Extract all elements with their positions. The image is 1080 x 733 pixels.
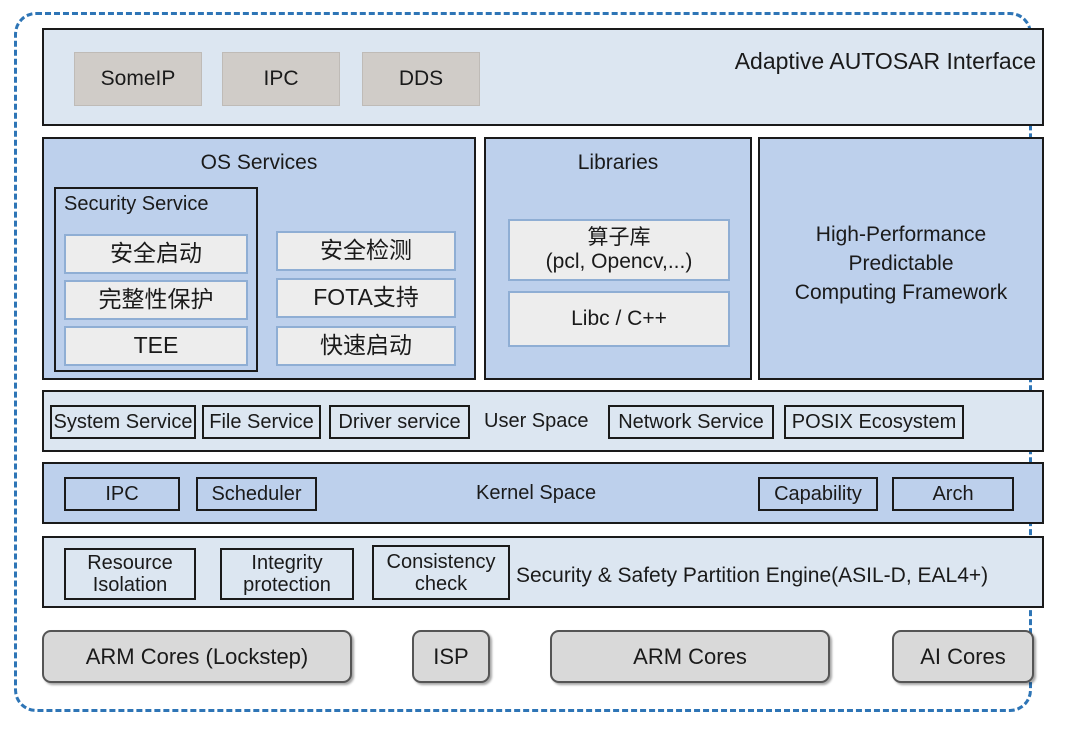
adaptive-autosar-interface-panel: SomeIP IPC DDS Adaptive AUTOSAR Interfac… <box>42 28 1044 126</box>
hardware-arm-cores-lockstep[interactable]: ARM Cores (Lockstep) <box>42 630 352 683</box>
hardware-label: ARM Cores <box>633 643 747 669</box>
safety-consistency-check[interactable]: Consistency check <box>372 545 510 600</box>
box-label: 快速启动 <box>320 332 412 359</box>
library-operator-library[interactable]: 算子库 (pcl, Opencv,...) <box>508 219 730 281</box>
library-libc-cpp[interactable]: Libc / C++ <box>508 291 730 347</box>
os-service-fota-support[interactable]: FOTA支持 <box>276 278 456 318</box>
box-label: Driver service <box>338 411 461 433</box>
box-label-line1: Integrity <box>251 552 323 574</box>
hardware-label: ISP <box>433 643 469 669</box>
box-label: POSIX Ecosystem <box>791 411 957 433</box>
hardware-arm-cores[interactable]: ARM Cores <box>550 630 830 683</box>
user-space-driver-service[interactable]: Driver service <box>329 405 470 439</box>
os-services-panel: OS Services Security Service 安全启动 完整性保护 … <box>42 137 476 380</box>
kernel-space-label: Kernel Space <box>476 482 597 504</box>
safety-integrity-protection[interactable]: Integrity protection <box>220 548 354 600</box>
protocol-chip-dds[interactable]: DDS <box>362 52 480 106</box>
box-label: 安全检测 <box>320 237 412 264</box>
hardware-isp[interactable]: ISP <box>412 630 490 683</box>
box-label: File Service <box>209 411 314 433</box>
security-item-tee[interactable]: TEE <box>64 326 248 366</box>
box-label: 完整性保护 <box>98 286 214 313</box>
user-space-network-service[interactable]: Network Service <box>608 405 774 439</box>
box-label-line2: check <box>414 572 468 595</box>
box-label-line1: Resource <box>87 552 173 574</box>
user-space-system-service[interactable]: System Service <box>50 405 196 439</box>
security-safety-label: Security & Safety Partition Engine(ASIL-… <box>516 564 989 587</box>
kernel-space-panel: IPC Scheduler Kernel Space Capability Ar… <box>42 462 1044 524</box>
protocol-chip-label: SomeIP <box>100 67 176 90</box>
kernel-space-scheduler[interactable]: Scheduler <box>196 477 317 511</box>
protocol-chip-label: DDS <box>398 67 444 90</box>
box-label: 安全启动 <box>110 240 202 267</box>
box-label: IPC <box>105 483 139 505</box>
security-item-secure-boot[interactable]: 安全启动 <box>64 234 248 274</box>
box-label-line1: Libc / C++ <box>571 307 667 331</box>
protocol-chip-someip[interactable]: SomeIP <box>74 52 202 106</box>
hardware-ai-cores[interactable]: AI Cores <box>892 630 1034 683</box>
hardware-label: ARM Cores (Lockstep) <box>85 643 309 669</box>
user-space-label: User Space <box>484 410 589 432</box>
box-label-line1: Consistency <box>386 550 496 573</box>
protocol-chip-ipc[interactable]: IPC <box>222 52 340 106</box>
kernel-space-ipc[interactable]: IPC <box>64 477 180 511</box>
user-space-panel: System Service File Service Driver servi… <box>42 390 1044 452</box>
security-item-integrity-protection[interactable]: 完整性保护 <box>64 280 248 320</box>
computing-framework-line2: Predictable <box>848 252 954 275</box>
computing-framework-line3: Computing Framework <box>794 281 1008 304</box>
box-label: FOTA支持 <box>313 284 419 311</box>
os-service-fast-boot[interactable]: 快速启动 <box>276 326 456 366</box>
box-label: Network Service <box>618 411 764 433</box>
user-space-file-service[interactable]: File Service <box>202 405 321 439</box>
security-service-frame: Security Service <box>54 187 258 372</box>
protocol-chip-label: IPC <box>263 67 299 90</box>
box-label-line2: (pcl, Opencv,...) <box>545 250 693 273</box>
security-service-title: Security Service <box>64 193 209 215</box>
computing-framework-line1: High-Performance <box>815 223 987 246</box>
box-label: Scheduler <box>211 483 302 505</box>
box-label: System Service <box>53 411 193 433</box>
box-label: TEE <box>133 332 179 359</box>
hardware-label: AI Cores <box>920 643 1006 669</box>
os-services-title: OS Services <box>200 151 318 174</box>
box-label-line2: protection <box>243 574 331 596</box>
os-service-security-detection[interactable]: 安全检测 <box>276 231 456 271</box>
adaptive-autosar-interface-label: Adaptive AUTOSAR Interface <box>734 48 1036 74</box>
box-label-line1: 算子库 <box>587 226 651 250</box>
box-label: Arch <box>932 483 974 505</box>
libraries-title: Libraries <box>577 151 659 174</box>
safety-resource-isolation[interactable]: Resource Isolation <box>64 548 196 600</box>
box-label-line2: Isolation <box>92 574 168 596</box>
security-safety-panel: Resource Isolation Integrity protection … <box>42 536 1044 608</box>
computing-framework-panel: High-Performance Predictable Computing F… <box>758 137 1044 380</box>
libraries-panel: Libraries 算子库 (pcl, Opencv,...) Libc / C… <box>484 137 752 380</box>
box-label: Capability <box>774 483 862 505</box>
user-space-posix-ecosystem[interactable]: POSIX Ecosystem <box>784 405 964 439</box>
kernel-space-arch[interactable]: Arch <box>892 477 1014 511</box>
kernel-space-capability[interactable]: Capability <box>758 477 878 511</box>
